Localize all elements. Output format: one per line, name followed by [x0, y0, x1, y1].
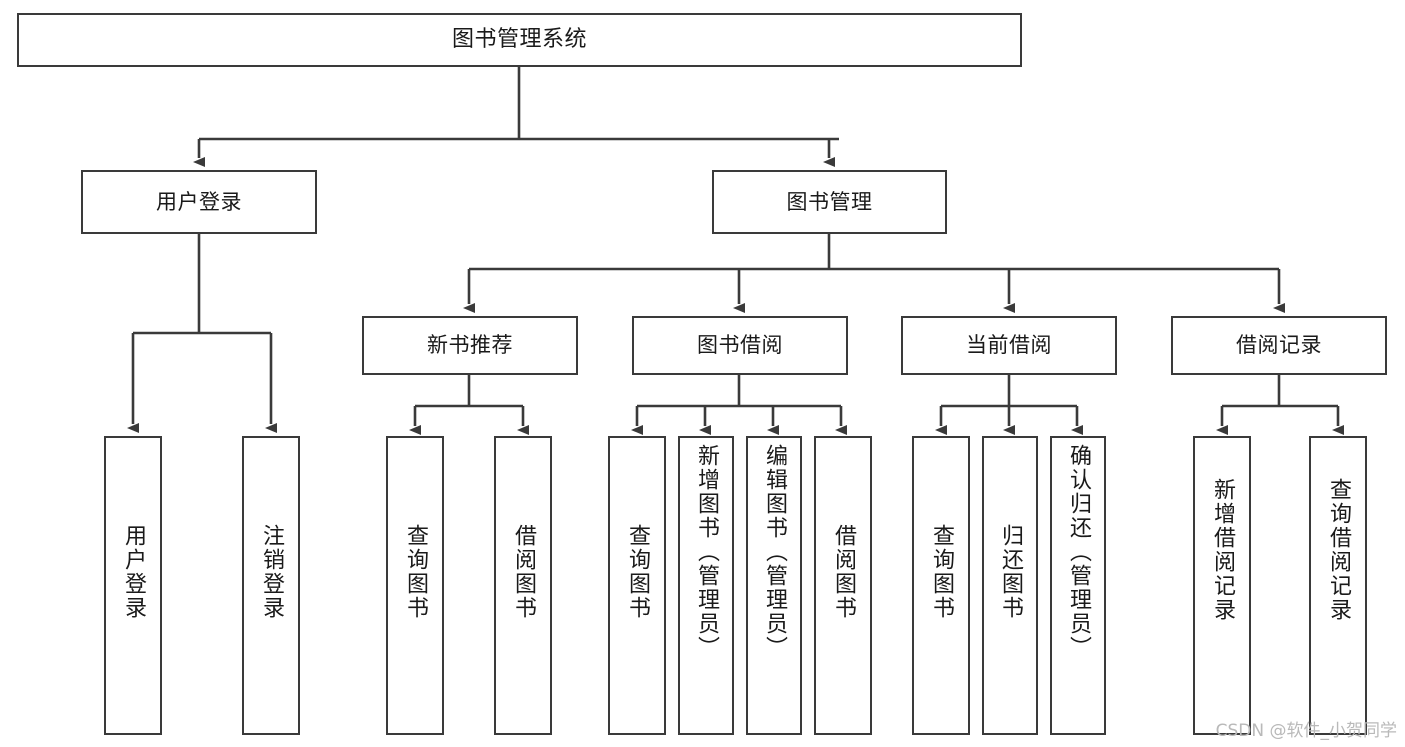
node-label: 确认归还（管理员）: [1066, 444, 1091, 660]
node-label: 图书管理系统: [451, 27, 587, 53]
leaf-add-book-admin[interactable]: 新增图书（管理员）: [678, 436, 734, 735]
leaf-borrow-book-new[interactable]: 借阅图书: [494, 436, 552, 735]
node-label: 查询借阅记录: [1326, 478, 1351, 622]
node-label: 查询图书: [929, 524, 954, 620]
node-label: 图书借阅: [697, 333, 783, 358]
node-label: 图书管理: [786, 189, 873, 214]
leaf-edit-book-admin[interactable]: 编辑图书（管理员）: [746, 436, 802, 735]
node-label: 用户登录: [121, 524, 146, 620]
node-label: 编辑图书（管理员）: [762, 444, 787, 660]
node-book-borrow[interactable]: 图书借阅: [632, 316, 848, 375]
leaf-add-borrow-record[interactable]: 新增借阅记录: [1193, 436, 1251, 735]
leaf-return-book[interactable]: 归还图书: [982, 436, 1038, 735]
node-label: 注销登录: [259, 524, 284, 620]
node-label: 查询图书: [625, 524, 650, 620]
leaf-query-book-borrow[interactable]: 查询图书: [608, 436, 666, 735]
node-label: 借阅记录: [1236, 333, 1322, 358]
node-book-management[interactable]: 图书管理: [712, 170, 947, 234]
node-label: 当前借阅: [966, 333, 1052, 358]
leaf-confirm-return-admin[interactable]: 确认归还（管理员）: [1050, 436, 1106, 735]
node-current-borrow[interactable]: 当前借阅: [901, 316, 1117, 375]
node-new-book-recommend[interactable]: 新书推荐: [362, 316, 578, 375]
node-user-login[interactable]: 用户登录: [81, 170, 317, 234]
node-label: 新增图书（管理员）: [694, 444, 719, 660]
node-label: 借阅图书: [831, 524, 856, 620]
node-label: 借阅图书: [511, 524, 536, 620]
leaf-query-borrow-record[interactable]: 查询借阅记录: [1309, 436, 1367, 735]
node-label: 用户登录: [156, 189, 242, 214]
node-label: 新书推荐: [427, 333, 513, 358]
node-label: 归还图书: [998, 524, 1023, 620]
leaf-query-book-new[interactable]: 查询图书: [386, 436, 444, 735]
leaf-user-login[interactable]: 用户登录: [104, 436, 162, 735]
csdn-watermark: CSDN @软件_小贺同学: [1215, 721, 1397, 741]
node-root-system[interactable]: 图书管理系统: [17, 13, 1022, 67]
node-label: 新增借阅记录: [1210, 478, 1235, 622]
leaf-logout[interactable]: 注销登录: [242, 436, 300, 735]
node-borrow-record[interactable]: 借阅记录: [1171, 316, 1387, 375]
leaf-borrow-book[interactable]: 借阅图书: [814, 436, 872, 735]
node-label: 查询图书: [403, 524, 428, 620]
leaf-query-book-current[interactable]: 查询图书: [912, 436, 970, 735]
